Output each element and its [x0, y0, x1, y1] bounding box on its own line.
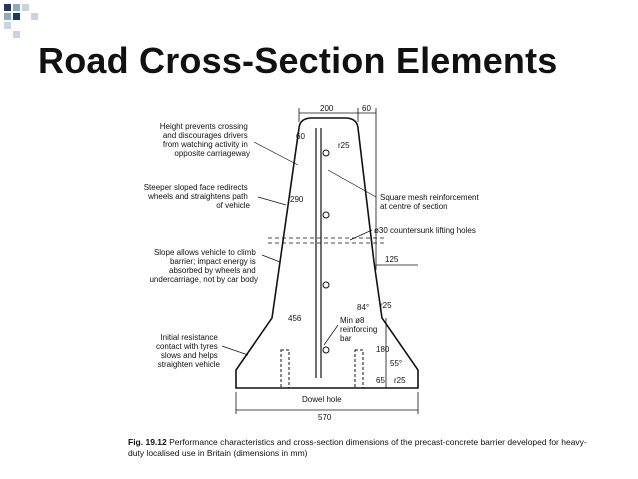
annotation-height: Height prevents crossing and discourages…	[160, 122, 250, 158]
deco-square	[31, 13, 38, 20]
hole-marker	[322, 149, 330, 157]
dim-radius-mid: r25	[380, 301, 392, 310]
barrier-outline	[235, 117, 419, 389]
dowel-hole	[280, 349, 290, 389]
deco-square	[13, 13, 20, 20]
dim-top-right: 60	[362, 104, 371, 113]
dim-top-width: 200	[320, 104, 334, 113]
dim-top-height: 60	[296, 132, 305, 141]
deco-square	[13, 4, 20, 11]
dim-top-radius: r25	[338, 141, 350, 150]
deco-square	[13, 31, 20, 38]
dim-offset: 125	[385, 255, 399, 264]
hole-marker	[322, 346, 330, 354]
annotation-initial-resistance: Initial resistance contact with tyres sl…	[156, 333, 221, 369]
caption-label: Fig. 19.12	[128, 437, 167, 447]
dim-mid-height: 456	[288, 314, 302, 323]
slide-title: Road Cross-Section Elements	[38, 40, 558, 81]
annotation-mesh: Square mesh reinforcement at centre of s…	[380, 193, 481, 211]
figure-caption: Fig. 19.12 Performance characteristics a…	[128, 437, 588, 459]
dim-angle-lower: 55°	[390, 359, 402, 368]
dowel-hole	[354, 349, 364, 389]
caption-text: Performance characteristics and cross-se…	[128, 437, 587, 458]
hole-marker	[322, 211, 330, 219]
annotation-dowel-hole: Dowel hole	[302, 395, 342, 404]
deco-square	[22, 4, 29, 11]
annotation-reinforcing-bar: Min ø8 reinforcing bar	[340, 316, 380, 343]
deco-square	[4, 22, 11, 29]
dim-base-radius: r25	[394, 376, 406, 385]
dim-base-height: 65	[376, 376, 385, 385]
dim-upper-height: 290	[290, 195, 304, 204]
dim-base-width: 570	[318, 413, 332, 422]
annotation-steeper-face: Steeper sloped face redirects wheels and…	[144, 183, 251, 210]
annotation-lifting-holes: ø30 countersunk lifting holes	[374, 226, 476, 235]
deco-square	[4, 4, 11, 11]
dim-angle-upper: 84°	[357, 303, 369, 312]
annotation-slope: Slope allows vehicle to climb barrier; i…	[149, 248, 258, 284]
deco-square	[4, 13, 11, 20]
dim-lower-height: 180	[376, 345, 390, 354]
hole-marker	[322, 281, 330, 289]
